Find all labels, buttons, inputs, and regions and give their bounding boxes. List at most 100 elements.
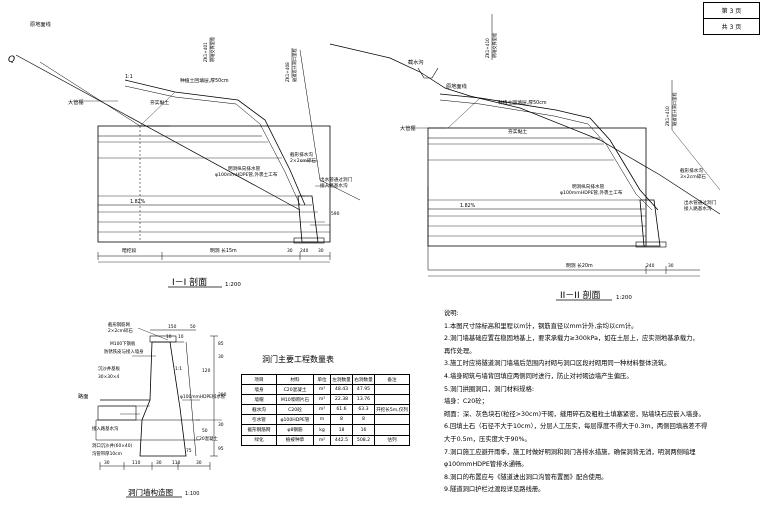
qt-cell: 8 [330, 414, 353, 426]
s2-ditch-label: 截水沟 [408, 58, 424, 66]
s1-drain-note2: φ100mmHDPE管,外裹土工布 [215, 171, 278, 178]
backfill-profile-1 [124, 79, 306, 206]
section-1-drawing [15, 38, 361, 263]
s1-clay-label: 夯实黏土 [150, 99, 169, 106]
s1-angle-label: Q [8, 55, 15, 65]
qt-cell: φ100HDPE管 [276, 414, 314, 426]
qt-header: 左洞数量 [330, 373, 353, 386]
s2-station-b2: 隧道设计洞口里程 [671, 92, 678, 126]
portal-wall-texts: 截形钢筋网 2×2cm碎石 M100下钢板 防锈铁皮与接入墙身 沉沙井基板 30… [78, 321, 227, 497]
sheet-number-box: 第 3 页 共 3 页 [703, 2, 760, 35]
table-row: 墙身 C20混凝土 m³ 48.43 47.95 [241, 384, 410, 396]
s2-gravel-label: 3×2cm碎石 [680, 173, 706, 180]
qt-cell [374, 424, 410, 436]
pw-road-label: 路面 [78, 392, 88, 400]
s2-station-a: ZK1+410 [485, 38, 490, 58]
portal-wall-1 [297, 195, 319, 243]
s2-drain-note: 明洞纵向排水管 [572, 183, 605, 190]
qt-cell: φ8钢筋 [276, 424, 314, 436]
qt-cell: 22.38 [330, 394, 353, 406]
qt-header: 右洞数量 [352, 373, 375, 386]
notes-heading: 说明: [444, 310, 459, 317]
s2-slope-label: 1.82% [460, 203, 476, 209]
sheet-total: 共 3 页 [703, 18, 760, 35]
qt-cell: 截形钢筋网 [241, 424, 277, 436]
table-row: 截形钢筋网 φ8钢筋 kg 18 16 [241, 424, 410, 436]
note-item: 4.墙身砌筑与墙背回填应两侧同时进行，防止对衬砌边墙产生偏压。 [444, 372, 633, 380]
pw-label-5: 沉沙井基板 [98, 365, 121, 372]
sheet-page: 第 3 页 [703, 2, 760, 19]
qt-cell: 引水管 [241, 414, 277, 426]
s1-outlet1: 出水管通过洞门 [320, 176, 353, 183]
pw-label-2: 2×2cm碎石 [108, 327, 133, 334]
s2-station-a2: 明暗交界里程 [491, 32, 498, 58]
qt-cell: m³ [313, 394, 331, 406]
note-item: 1.本图尺寸除标高和里程以m计，钢筋直径以mm计外,余均以cm计。 [444, 322, 638, 330]
pw-dim-13: 95 [218, 446, 224, 452]
pw-dim-2: 10 [166, 334, 172, 340]
s1-dim-1: 暗挖段 [122, 247, 137, 254]
s2-outlet2: 接入路基水沟 [684, 205, 712, 212]
qt-cell: kg [313, 424, 331, 436]
note-item: 再作处理。 [444, 347, 476, 355]
note-item: 2.洞门墙基础应置在稳固地基上，要求承载力≥300kPa，如在土层上，应实测地基… [444, 335, 699, 343]
section-2-drawing [329, 14, 721, 277]
qt-cell: 13.76 [352, 394, 375, 406]
qt-cell: 植被种草 [276, 434, 314, 446]
pw-dim-15: 50 [202, 428, 208, 434]
qt-cell: 47.95 [352, 384, 375, 396]
notes-block: 说明: 1.本图尺寸除标高和里程以m计，钢筋直径以mm计外,余均以cm计。 2.… [444, 308, 756, 497]
s2-station-b: ZK1+410 [665, 106, 670, 126]
s1-backfill-label: 种植土回填层,厚50cm [180, 77, 229, 84]
quantity-table: 项目 材料 单位 左洞数量 右洞数量 备注 墙身 C20混凝土 m³ 48.43… [241, 373, 410, 446]
qt-cell: m [313, 414, 331, 426]
pw-dim-9: 85 [218, 341, 224, 347]
s1-station-a2: 明暗交界里程 [209, 36, 216, 62]
qt-cell: C20混凝土 [276, 384, 314, 396]
note-item: 6.回填土石（石径不大于10cm），分层人工压实，每层厚度不得大于0.3m，两侧… [444, 423, 708, 431]
section-1-texts: 原地面线 Q 1:1 大管棚 种植土回填层,厚50cm 夯实黏土 截形排水沟 2… [8, 20, 353, 288]
qt-cell: M10浆砌片石 [276, 394, 314, 406]
pw-dim-1: 50 [190, 324, 196, 330]
pw-dim-16: 75 [186, 448, 192, 454]
s1-drain-label: 截形排水沟 [290, 151, 313, 158]
s1-scale: 1:200 [225, 282, 241, 288]
s1-ground-label: 原地面线 [30, 20, 51, 28]
pw-label-8: 接入路基水沟 [92, 425, 119, 432]
pw-dim-4: 30 [104, 460, 110, 466]
qt-cell: m² [313, 434, 331, 446]
qt-header: 材料 [276, 373, 314, 386]
qt-cell: C20砼 [276, 404, 314, 416]
s2-scale: 1:200 [616, 295, 632, 301]
s2-backfill-label: 种植土回填层,厚50cm [498, 99, 547, 106]
s1-outlet2: 接入路基水沟 [320, 182, 348, 189]
pw-dim-14: 120 [202, 368, 211, 374]
portal-wall-drawing [95, 327, 222, 470]
qt-cell: 61.6 [330, 404, 353, 416]
qt-cell: 绿化 [241, 434, 277, 446]
qt-cell: 16 [352, 424, 375, 436]
qt-cell [374, 394, 410, 406]
quantity-table-title: 洞门主要工程数量表 [262, 354, 334, 364]
note-item: 7.洞口施工应避开雨季，施工时做好明洞和洞门各排水措施，确保洞背无消，明洞两侧暗… [444, 448, 696, 456]
pw-title: 洞门墙构造图 [128, 487, 173, 497]
pw-dim-5: 110 [132, 460, 141, 466]
s1-dim-4: 240 [300, 248, 309, 254]
quantity-header-row: 项目 材料 单位 左洞数量 右洞数量 备注 [241, 373, 410, 386]
qt-cell: 48.43 [330, 384, 353, 396]
s2-canopy-label: 大管棚 [400, 124, 416, 132]
note-item: 砌面：深、灰色块石(粒径>30cm)干砌，缝用碎石及粗粒土填塞紧密，贴墙块石应嵌… [444, 410, 705, 418]
pw-label-3: M100下钢板 [110, 340, 136, 347]
note-item: 大于0.5m，压实度大于90%。 [444, 435, 531, 443]
s1-dim-6: 590 [331, 211, 340, 217]
qt-cell: 508.2 [352, 434, 375, 446]
qt-cell: m³ [313, 384, 331, 396]
table-row: 引水管 φ100HDPE管 m 8 8 [241, 414, 410, 426]
portal-wall-2 [639, 199, 661, 247]
table-row: 截水沟 C20砼 m³ 61.6 63.3 开挖长5m,仅列 [241, 404, 410, 416]
tunnel-body-1 [97, 125, 331, 243]
qt-cell: 442.5 [330, 434, 353, 446]
section-2-texts: 截水沟 原地面线 大管棚 种植土回填层,厚50cm 夯实黏土 截形排水沟 3×2… [400, 32, 717, 301]
note-item: 3.施工时应将隧道洞门墙墙后范围内衬砌与洞口区段衬砌用同一种材料整体浇筑。 [444, 360, 671, 368]
